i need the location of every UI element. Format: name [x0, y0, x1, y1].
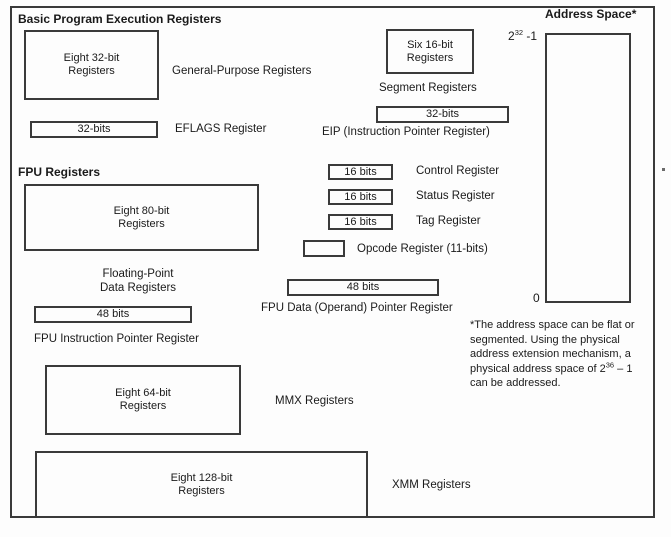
address-space-top-base: 2: [508, 29, 515, 43]
general-purpose-registers-label: General-Purpose Registers: [172, 65, 312, 77]
fpu-instruction-pointer-register-label: FPU Instruction Pointer Register: [34, 333, 199, 345]
fpu-opcode-register-label: Opcode Register (11-bits): [357, 243, 488, 255]
xmm-registers-box: Eight 128-bit Registers: [35, 451, 368, 518]
fpu-data-pointer-register-box: 48 bits: [287, 279, 439, 296]
fpu-tag-register-label: Tag Register: [416, 215, 481, 227]
fpu-tag-register-box: 16 bits: [328, 214, 393, 230]
xmm-registers-label: XMM Registers: [392, 479, 471, 491]
fpu-status-register-box: 16 bits: [328, 189, 393, 205]
address-space-footnote-exponent: 36: [605, 359, 615, 369]
address-space-heading: Address Space*: [545, 7, 637, 21]
general-purpose-registers-box: Eight 32-bit Registers: [24, 30, 159, 100]
address-space-top-label: 232 -1: [508, 29, 537, 43]
eflags-register-label: EFLAGS Register: [175, 123, 267, 135]
eflags-register-box: 32-bits: [30, 121, 158, 138]
basic-program-execution-registers-heading: Basic Program Execution Registers: [18, 12, 222, 26]
fpu-instruction-pointer-register-box: 48 bits: [34, 306, 192, 323]
fpu-opcode-register-box: [303, 240, 345, 257]
scan-artifact-dot: [662, 168, 665, 171]
fpu-data-pointer-register-label: FPU Data (Operand) Pointer Register: [261, 302, 453, 314]
address-space-footnote-part2: – 1 can be addressed.: [470, 362, 633, 390]
segment-registers-box: Six 16-bit Registers: [386, 29, 474, 74]
fpu-control-register-label: Control Register: [416, 165, 500, 177]
fpu-data-registers-box: Eight 80-bit Registers: [24, 184, 259, 251]
address-space-footnote: *The address space can be flat or segmen…: [470, 318, 640, 391]
fpu-control-register-box: 16 bits: [328, 164, 393, 180]
segment-registers-label: Segment Registers: [379, 82, 477, 94]
fpu-data-registers-label: Floating-Point Data Registers: [100, 268, 177, 294]
address-space-box: [545, 33, 631, 303]
eip-register-box: 32-bits: [376, 106, 509, 123]
address-space-footnote-part1: *The address space can be flat or segmen…: [470, 319, 635, 375]
address-space-bottom-label: 0: [533, 291, 540, 305]
mmx-registers-box: Eight 64-bit Registers: [45, 365, 241, 435]
eip-register-label: EIP (Instruction Pointer Register): [322, 126, 490, 138]
address-space-top-suffix: -1: [523, 29, 538, 43]
fpu-status-register-label: Status Register: [416, 190, 495, 202]
fpu-registers-heading: FPU Registers: [18, 165, 101, 179]
address-space-top-exponent: 32: [514, 28, 524, 37]
mmx-registers-label: MMX Registers: [275, 395, 354, 407]
